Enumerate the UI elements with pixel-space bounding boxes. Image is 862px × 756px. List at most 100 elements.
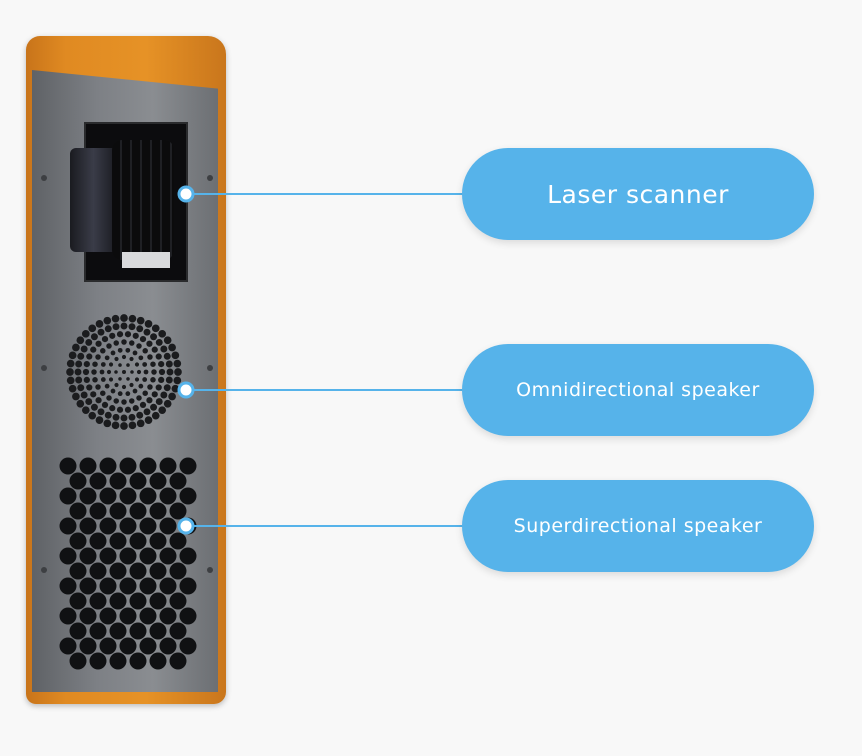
speaker-hole xyxy=(68,351,77,360)
speaker-hole xyxy=(109,532,127,550)
speaker-hole xyxy=(129,472,147,490)
speaker-hole xyxy=(99,369,105,375)
speaker-hole xyxy=(108,362,114,367)
speaker-hole xyxy=(79,517,97,535)
speaker-hole xyxy=(129,340,135,346)
speaker-hole xyxy=(139,335,147,343)
speaker-hole xyxy=(163,384,171,392)
speaker-hole xyxy=(149,622,167,640)
speaker-hole xyxy=(129,382,134,388)
speaker-hole xyxy=(166,368,174,376)
speaker-hole xyxy=(142,390,148,396)
speaker-hole xyxy=(108,377,114,382)
speaker-hole xyxy=(86,384,93,391)
speaker-hole xyxy=(139,637,157,655)
speaker-hole xyxy=(99,637,117,655)
speaker-hole xyxy=(89,562,107,580)
speaker-hole xyxy=(95,397,102,404)
speaker-hole xyxy=(97,408,105,416)
speaker-hole xyxy=(151,369,157,375)
speaker-hole xyxy=(146,397,153,404)
speaker-hole xyxy=(79,487,97,505)
speaker-hole xyxy=(104,411,112,419)
speaker-hole xyxy=(103,316,112,325)
speaker-hole xyxy=(149,652,167,670)
speaker-hole xyxy=(142,348,148,354)
speaker-hole xyxy=(122,370,126,374)
speaker-hole xyxy=(120,314,128,322)
callout-laser-scanner: Laser scanner xyxy=(462,148,814,240)
speaker-hole xyxy=(75,376,83,384)
superdirectional-speaker-grille xyxy=(59,457,197,670)
speaker-hole xyxy=(95,384,101,390)
speaker-hole xyxy=(90,333,98,341)
speaker-hole xyxy=(109,405,116,412)
speaker-hole xyxy=(85,398,93,406)
speaker-hole xyxy=(128,413,136,421)
speaker-hole xyxy=(124,406,132,413)
speaker-hole xyxy=(109,472,127,490)
speaker-hole xyxy=(128,421,137,430)
speaker-hole xyxy=(110,388,116,394)
speaker-hole xyxy=(59,637,77,655)
speaker-hole xyxy=(120,422,128,430)
speaker-hole xyxy=(144,320,153,328)
speaker-hole xyxy=(109,332,116,339)
speaker-hole xyxy=(119,517,137,535)
omnidirectional-speaker-grille xyxy=(66,314,182,430)
speaker-hole xyxy=(144,416,153,424)
speaker-hole xyxy=(69,562,87,580)
speaker-hole xyxy=(89,652,107,670)
speaker-hole xyxy=(90,346,97,353)
speaker-hole xyxy=(90,403,98,411)
callout-label-omnidirectional-speaker: Omnidirectional speaker xyxy=(516,379,760,401)
speaker-hole xyxy=(128,323,136,331)
speaker-hole xyxy=(114,356,119,362)
laser-scanner-drum xyxy=(112,140,174,260)
speaker-hole xyxy=(150,361,156,367)
speaker-hole xyxy=(138,383,144,389)
callout-connectors xyxy=(177,185,466,535)
speaker-hole xyxy=(158,406,167,415)
speaker-hole xyxy=(99,607,117,625)
speaker-hole xyxy=(121,384,127,390)
speaker-hole xyxy=(120,322,128,330)
speaker-hole xyxy=(149,562,167,580)
speaker-hole xyxy=(89,592,107,610)
speaker-hole xyxy=(139,487,157,505)
speaker-hole xyxy=(149,472,167,490)
speaker-hole xyxy=(147,354,153,360)
speaker-hole xyxy=(104,383,110,389)
speaker-hole xyxy=(146,340,153,347)
speaker-hole xyxy=(112,413,120,421)
speaker-hole xyxy=(132,405,139,412)
screw-icon xyxy=(41,567,47,573)
speaker-hole xyxy=(121,399,127,405)
speaker-hole xyxy=(75,360,83,368)
speaker-hole xyxy=(100,390,106,396)
speaker-hole xyxy=(117,347,123,353)
speaker-hole xyxy=(101,335,109,343)
speaker-hole xyxy=(119,457,137,475)
speaker-hole xyxy=(139,401,147,409)
speaker-hole xyxy=(126,363,130,367)
speaker-hole xyxy=(74,368,82,376)
speaker-hole xyxy=(79,457,97,475)
callout-dot xyxy=(177,381,195,399)
speaker-hole xyxy=(95,416,104,424)
speaker-hole xyxy=(117,391,123,397)
speaker-hole xyxy=(139,547,157,565)
speaker-hole xyxy=(169,532,187,550)
speaker-hole xyxy=(109,562,127,580)
speaker-hole xyxy=(66,368,74,376)
speaker-hole xyxy=(68,384,77,393)
speaker-hole xyxy=(163,399,172,408)
speaker-hole xyxy=(139,457,157,475)
speaker-hole xyxy=(128,314,137,323)
callout-omnidirectional-speaker: Omnidirectional speaker xyxy=(462,344,814,436)
speaker-hole xyxy=(159,517,177,535)
speaker-hole xyxy=(159,577,177,595)
speaker-hole xyxy=(143,369,149,375)
speaker-hole xyxy=(69,652,87,670)
